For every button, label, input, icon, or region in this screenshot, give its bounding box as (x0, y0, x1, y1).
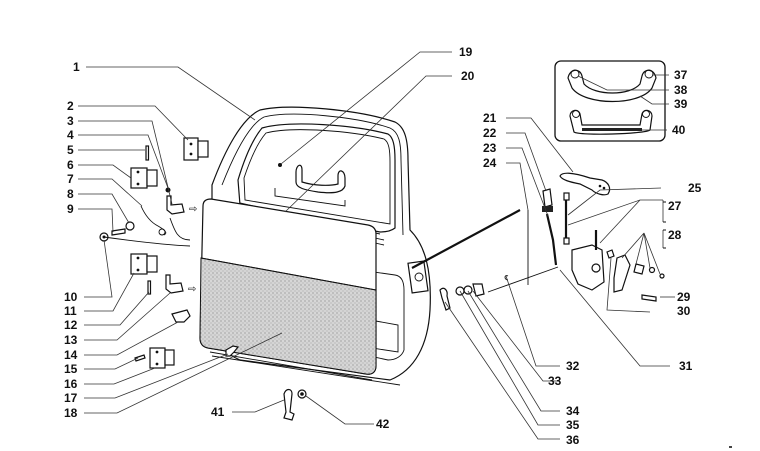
bracket-28 (663, 229, 666, 249)
callout-3: 3 (67, 114, 74, 128)
lock-small-parts (439, 283, 485, 311)
door-latch-27 (571, 230, 605, 291)
arrow-icon: ⇨ (188, 284, 196, 295)
callout-4: 4 (67, 128, 74, 142)
callout-31: 31 (679, 359, 693, 373)
screw-15 (134, 354, 146, 362)
callout-24: 24 (483, 156, 497, 170)
callout-38: 38 (674, 83, 688, 97)
callout-17: 17 (64, 391, 78, 405)
callout-13: 13 (64, 333, 78, 347)
outer-handle-21 (559, 172, 611, 196)
callout-labels: 1 2 3 4 5 6 7 8 9 10 11 12 13 14 15 16 1… (64, 45, 702, 447)
callout-6: 6 (67, 158, 74, 172)
bolt-9 (111, 228, 126, 236)
callout-35: 35 (566, 418, 580, 432)
lock-cylinder-22 (542, 188, 553, 212)
callout-7: 7 (67, 172, 74, 186)
callout-30: 30 (677, 304, 691, 318)
rod-23 (545, 213, 558, 266)
callout-27: 27 (668, 199, 682, 213)
hinge-lower-11 (130, 253, 158, 275)
screw-30 (606, 249, 615, 259)
callout-42: 42 (376, 417, 390, 431)
callout-18: 18 (64, 406, 78, 420)
scan-dot (729, 446, 732, 448)
callout-9: 9 (67, 202, 74, 216)
callout-8: 8 (67, 187, 74, 201)
callout-21: 21 (483, 111, 497, 125)
callout-14: 14 (64, 348, 78, 362)
callout-15: 15 (64, 362, 78, 376)
callout-10: 10 (64, 290, 78, 304)
callout-33: 33 (548, 374, 562, 388)
rod-25 (563, 192, 570, 245)
callout-37: 37 (674, 68, 688, 82)
bracket-3 (166, 195, 185, 215)
callout-12: 12 (64, 318, 78, 332)
callout-23: 23 (483, 141, 497, 155)
callout-40: 40 (672, 123, 686, 137)
hinge-6 (130, 167, 158, 189)
hinge-16 (149, 347, 175, 369)
bracket-27 (663, 201, 666, 223)
rod-31 (487, 266, 559, 293)
callout-19: 19 (459, 45, 473, 59)
callout-36: 36 (566, 433, 580, 447)
callout-20: 20 (461, 69, 475, 83)
hinge-pin-5 (145, 145, 150, 161)
check-spring-7 (140, 205, 167, 236)
callout-25: 25 (688, 181, 702, 195)
hinge-pin-12 (147, 280, 152, 295)
callout-39: 39 (674, 97, 688, 111)
bumper-14 (171, 309, 191, 323)
callout-29: 29 (677, 290, 691, 304)
leader-lines (78, 51, 675, 440)
window-grab-handle (274, 164, 346, 207)
arrow-icon: ⇨ (189, 204, 197, 215)
clip-17 (225, 345, 240, 357)
callout-34: 34 (566, 404, 580, 418)
bracket-13 (165, 274, 184, 294)
bushing-8 (125, 221, 135, 231)
callout-16: 16 (64, 377, 78, 391)
bolt-29 (641, 294, 657, 302)
handle-inset-box (554, 60, 666, 142)
trim-panel (199, 198, 401, 386)
callout-11: 11 (64, 304, 77, 318)
window-crank-41 (283, 388, 295, 421)
callout-32: 32 (566, 359, 580, 373)
callout-1: 1 (73, 60, 80, 74)
callout-28: 28 (668, 228, 682, 242)
callout-2: 2 (67, 99, 74, 113)
callout-22: 22 (483, 126, 497, 140)
hinge-upper (183, 137, 209, 161)
striker-28 (613, 254, 665, 293)
callout-5: 5 (67, 143, 74, 157)
callout-41: 41 (211, 405, 225, 419)
